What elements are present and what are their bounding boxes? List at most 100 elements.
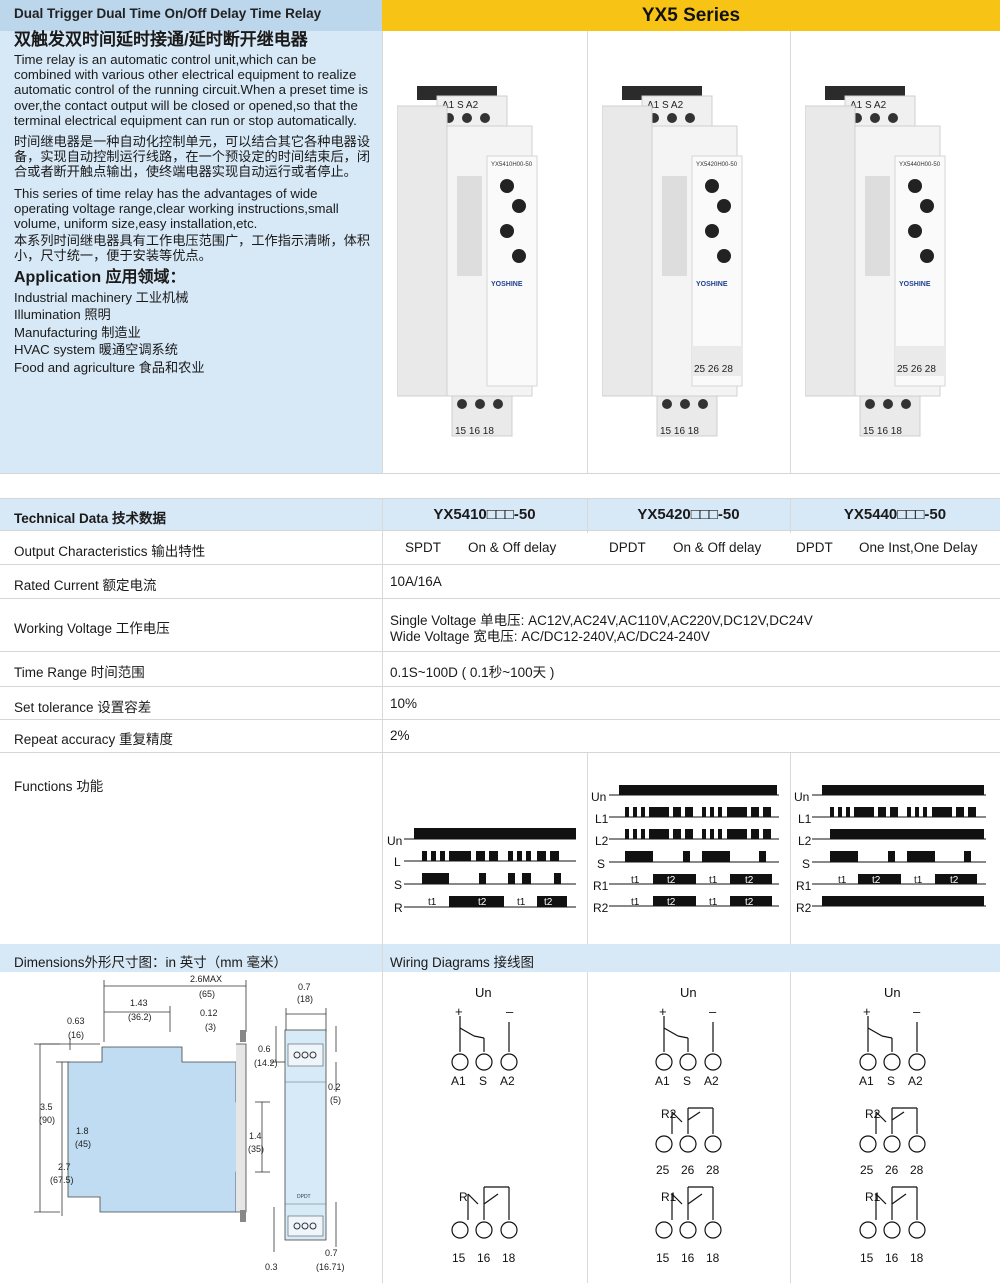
wiring-minus: – — [506, 1004, 514, 1019]
dim-value: 2.6MAX — [190, 974, 222, 984]
intro-p2-cn: 本系列时间继电器具有工作电压范围广，工作指示清晰，体积小，尺寸统一，便于安装等优… — [14, 233, 371, 264]
application-title: Application 应用领域： — [14, 268, 186, 286]
wiring-supply-label: Un — [884, 985, 901, 1000]
product-model-label: YX5420H00-50 — [696, 162, 738, 168]
output-contact: DPDT — [609, 540, 646, 555]
wiring-terminal: 15 — [656, 1251, 670, 1265]
range-row: Time Range 时间范围 0.1S~100D ( 0.1秒~100天 ) — [0, 652, 1000, 687]
output-mode: On & Off delay — [468, 540, 557, 555]
timing-row-label: L1 — [595, 812, 609, 826]
wiring-terminal: A1 — [655, 1074, 670, 1088]
wiring-terminal: 16 — [477, 1251, 491, 1265]
timing-row-label: Un — [794, 790, 809, 804]
timing-row-label: S — [802, 857, 810, 871]
timing-row-label: R1 — [593, 879, 609, 893]
dim-value: (45) — [75, 1139, 91, 1149]
dim-value: (16) — [68, 1030, 84, 1040]
wiring-terminal: 26 — [681, 1163, 695, 1177]
list-item: HVAC system 暖通空调系统 — [14, 342, 178, 358]
wiring-plus: + — [659, 1004, 667, 1019]
column-divider — [790, 753, 791, 944]
repeat-label: Repeat accuracy 重复精度 — [14, 732, 174, 747]
wiring-supply-label: Un — [680, 985, 697, 1000]
wiring-terminal: 16 — [885, 1251, 899, 1265]
tolerance-row: Set tolerance 设置容差 10% — [0, 687, 1000, 720]
current-value: 10A/16A — [390, 574, 442, 589]
dim-value: 2.7 — [58, 1162, 71, 1172]
range-value: 0.1S~100D ( 0.1秒~100天 ) — [390, 665, 555, 680]
product-terminals-top: A1 S A2 — [850, 100, 887, 111]
output-contact: SPDT — [405, 540, 442, 555]
timing-t1-label: t1 — [631, 875, 640, 886]
dim-value: 1.43 — [130, 998, 148, 1008]
timing-diagram-1: Un L S R t1 t1 t2 t2 — [387, 828, 576, 915]
wiring-diagram-2: Un + – A1 S A2 R2 25 26 28 R1 15 16 18 — [655, 985, 722, 1265]
wiring-terminal: S — [479, 1074, 487, 1088]
timing-row-label: L — [394, 855, 401, 869]
timing-t2-label: t2 — [667, 875, 676, 886]
dim-value: 0.7 — [325, 1248, 338, 1258]
output-row: Output Characteristics 输出特性 SPDT On & Of… — [0, 531, 1000, 565]
model-name: YX5440□□□-50 — [843, 506, 947, 523]
dim-value: (35) — [248, 1144, 264, 1154]
voltage-wide: Wide Voltage 宽电压: AC/DC12-240V,AC/DC24-2… — [390, 629, 710, 644]
timing-row-label: Un — [591, 790, 606, 804]
dim-value: 0.7 — [298, 982, 311, 992]
dpdt-label: DPDT — [297, 1194, 311, 1200]
product-cell-1: A1 S A2 YX5410H00-50 YOSHINE 15 16 18 — [382, 31, 587, 473]
timing-row-label: R1 — [796, 879, 812, 893]
model-name: YX5420□□□-50 — [637, 506, 740, 523]
timing-t2-label: t2 — [478, 897, 487, 908]
wiring-terminal: 15 — [452, 1251, 466, 1265]
current-label: Rated Current 额定电流 — [14, 578, 157, 593]
dim-value: (18) — [297, 994, 313, 1004]
wiring-terminal: S — [683, 1074, 691, 1088]
column-divider — [587, 499, 588, 533]
column-divider — [382, 944, 383, 1283]
wiring-relay-label: R2 — [865, 1107, 881, 1121]
intro-cn-title: 双触发双时间延时接通/延时断开继电器 — [14, 30, 308, 49]
product-image-yx5410: A1 S A2 YX5410H00-50 YOSHINE 15 16 18 — [397, 86, 538, 437]
intro-panel: 双触发双时间延时接通/延时断开继电器 Time relay is an auto… — [0, 31, 382, 473]
column-divider — [587, 972, 588, 1283]
intro-p1-en: Time relay is an automatic control unit,… — [14, 52, 369, 128]
dim-value: 3.5 — [40, 1102, 53, 1112]
column-divider — [790, 972, 791, 1283]
timing-t2-label: t2 — [872, 875, 881, 886]
list-item: Illumination 照明 — [14, 307, 111, 323]
tech-header-label: Technical Data 技术数据 — [14, 511, 167, 526]
functions-label: Functions 功能 — [14, 779, 104, 794]
product-terminals-bottom: 15 16 18 — [660, 426, 699, 437]
product-model-label: YX5440H00-50 — [899, 162, 941, 168]
wiring-relay-label: R2 — [661, 1107, 677, 1121]
product-terminals-mid: 25 26 28 — [897, 364, 936, 375]
column-divider — [382, 499, 383, 944]
product-terminals-top: A1 S A2 — [442, 100, 479, 111]
output-contact: DPDT — [796, 540, 833, 555]
wiring-terminal: 25 — [656, 1163, 670, 1177]
timing-t1-label: t1 — [914, 875, 923, 886]
timing-t1-label: t1 — [838, 875, 847, 886]
tech-header-row: Technical Data 技术数据 — [0, 499, 1000, 531]
repeat-row: Repeat accuracy 重复精度 2% — [0, 720, 1000, 753]
voltage-row: Working Voltage 工作电压 Single Voltage 单电压:… — [0, 599, 1000, 652]
timing-t1-label: t1 — [428, 897, 437, 908]
wiring-terminal: A2 — [500, 1074, 515, 1088]
tolerance-label: Set tolerance 设置容差 — [14, 700, 152, 715]
list-item: Industrial machinery 工业机械 — [14, 289, 189, 305]
product-cell-3: A1 S A2 YX5440H00-50 YOSHINE 25 26 28 15… — [790, 31, 1000, 473]
wiring-relay-label: R1 — [865, 1190, 881, 1204]
dim-value: (36.2) — [128, 1012, 152, 1022]
dimensions-label: Dimensions外形尺寸图：in 英寸（mm 毫米） — [14, 955, 288, 970]
timing-t2-label: t2 — [667, 897, 676, 908]
product-brand: YOSHINE — [899, 281, 931, 288]
timing-row-label: L2 — [798, 834, 812, 848]
product-model-label: YX5410H00-50 — [491, 162, 533, 168]
dim-value: (65) — [199, 989, 215, 999]
product-brand: YOSHINE — [491, 281, 523, 288]
range-label: Time Range 时间范围 — [14, 665, 145, 680]
timing-row-label: R2 — [796, 901, 812, 915]
wiring-relay-label: R1 — [661, 1190, 677, 1204]
page-title: Dual Trigger Dual Time On/Off Delay Time… — [0, 0, 382, 31]
product-image-yx5440: A1 S A2 YX5440H00-50 YOSHINE 25 26 28 15… — [805, 86, 946, 437]
